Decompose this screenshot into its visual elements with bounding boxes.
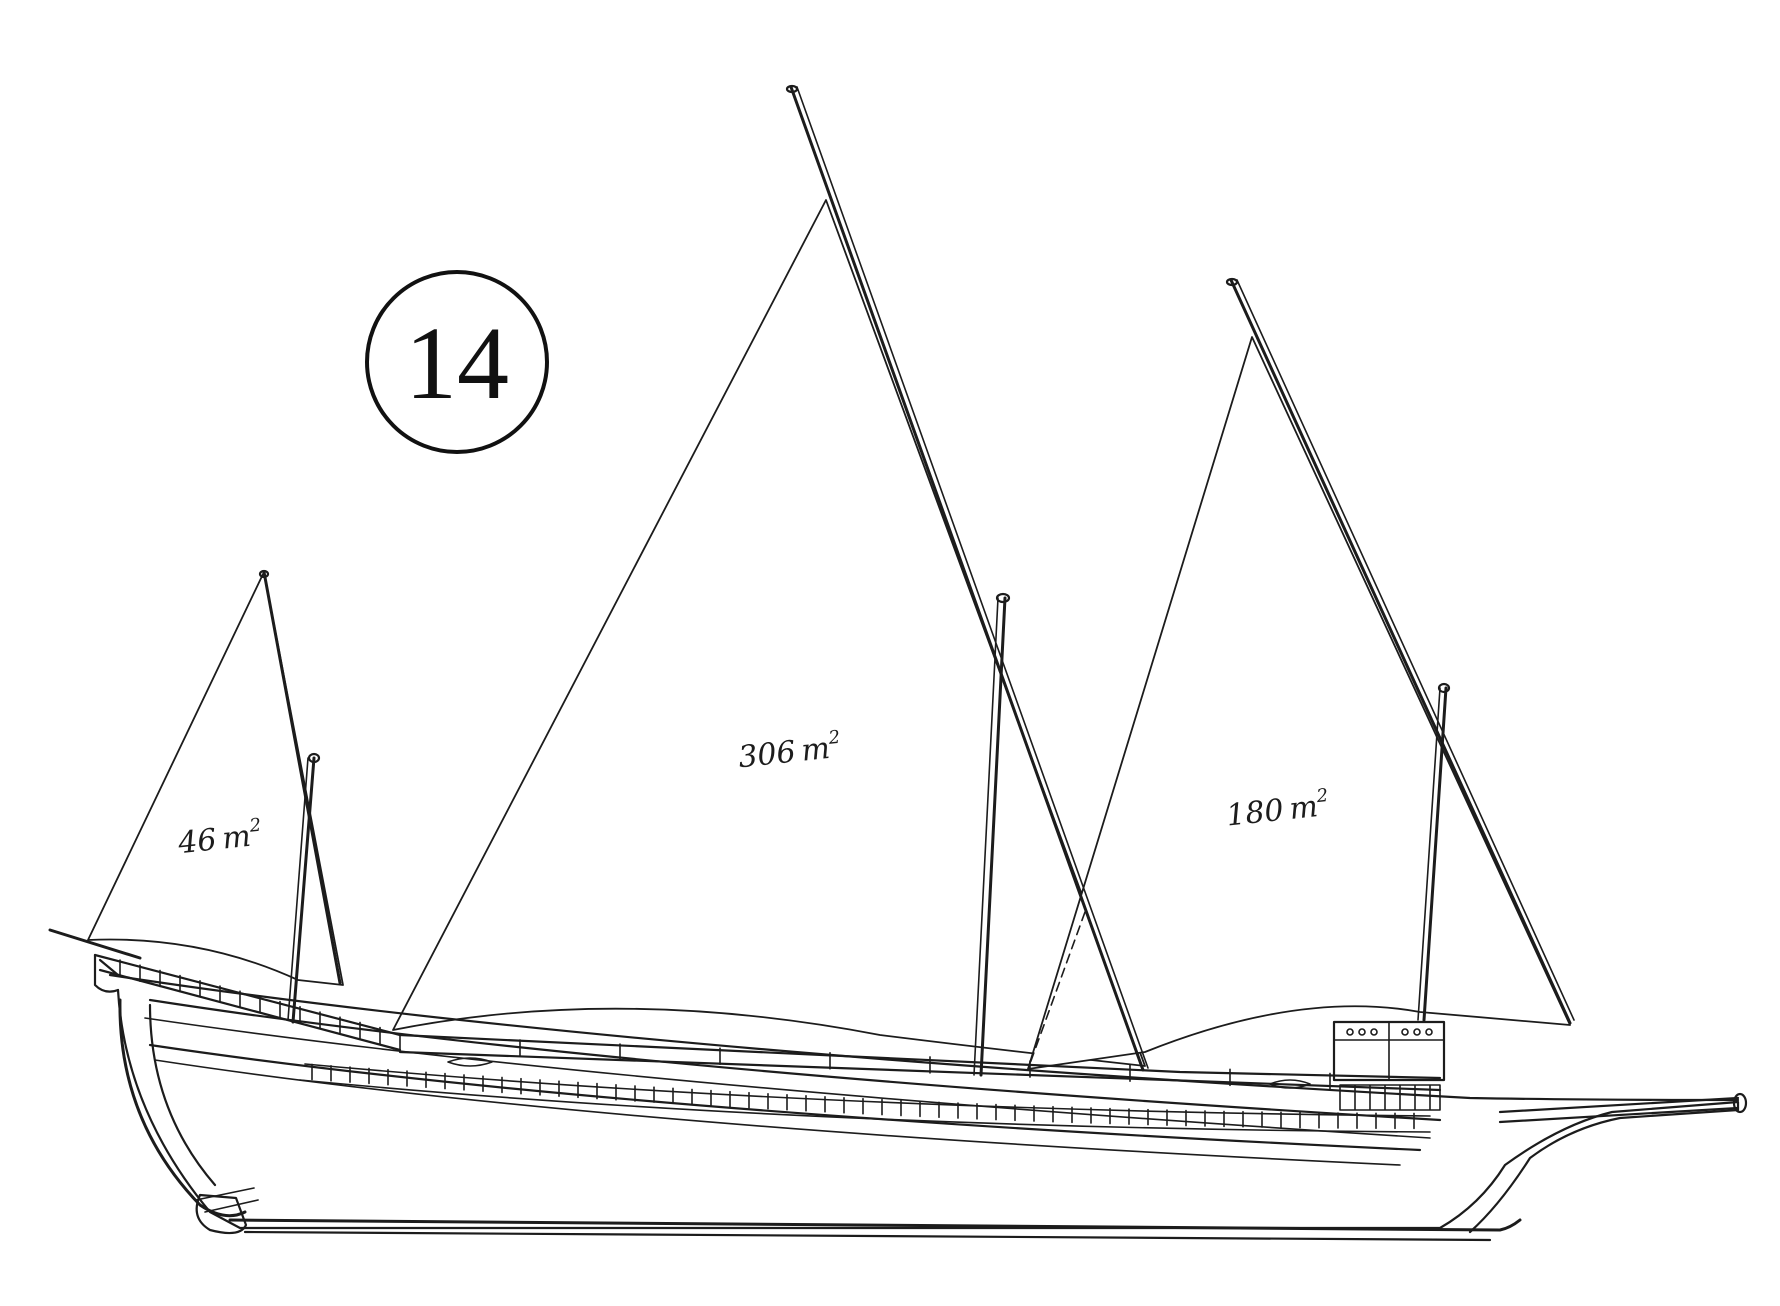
fore-sail-area: 46 — [176, 822, 219, 861]
wale-3 — [144, 1017, 1431, 1139]
main-yard — [789, 85, 1145, 1072]
wale-5 — [154, 1059, 1401, 1166]
keel — [228, 1218, 1522, 1232]
fore-sail-label: 46m2 — [175, 815, 264, 862]
stem — [118, 998, 247, 1218]
mizzen-mast — [1422, 686, 1448, 1022]
port-row — [299, 1063, 1431, 1133]
mizzen-yard — [1229, 278, 1572, 1025]
fore-sail-exponent: 2 — [248, 815, 263, 837]
stem-inner — [148, 1003, 217, 1187]
mizzen-sail-unit: m — [1288, 789, 1320, 827]
fore-sail — [87, 571, 344, 986]
main-sail-unit: m — [800, 731, 832, 769]
main-sail-exponent: 2 — [827, 727, 842, 749]
mizzen-sail — [1027, 336, 1571, 1070]
stern-boom-end — [1732, 1092, 1748, 1114]
wale-1 — [108, 973, 1740, 1102]
deck-fitting-1 — [447, 1057, 493, 1067]
fore-mast-cap — [307, 752, 321, 764]
deck-line — [398, 1050, 1442, 1092]
deck-fitting-2 — [1269, 1079, 1311, 1089]
main-sail-label: 306m2 — [736, 727, 843, 776]
mizzen-sail-exponent: 2 — [1315, 785, 1330, 807]
main-yard-tip — [785, 84, 799, 94]
main-mast — [979, 596, 1007, 1077]
bow-fitting — [195, 1193, 248, 1235]
main-yard-2 — [796, 86, 1149, 1069]
ports — [311, 1063, 1415, 1130]
figure-number-badge: 14 — [365, 270, 549, 454]
fore-yard-tip — [258, 569, 270, 579]
svg-text:180m2: 180m2 — [1224, 785, 1331, 834]
bowsprit — [48, 928, 142, 960]
fore-sail-unit: m — [221, 819, 253, 857]
mizzen-sail-area: 180 — [1225, 793, 1286, 834]
hull-body — [116, 988, 1740, 1234]
bow-head — [93, 953, 120, 993]
main-mast-cap — [995, 592, 1011, 604]
mizzen-yard-2 — [1236, 279, 1575, 1021]
bow-fitting-bar — [195, 1187, 259, 1213]
svg-text:46m2: 46m2 — [175, 815, 264, 862]
sails — [87, 199, 1571, 1070]
keel-lower — [243, 1230, 1492, 1242]
stern-boom — [1498, 1096, 1740, 1124]
fore-mast — [291, 756, 316, 1024]
mizzen-sail-label: 180m2 — [1224, 785, 1331, 834]
forecastle-panels — [119, 959, 1331, 1091]
figure-number: 14 — [405, 306, 509, 421]
stern-castle-windows — [1346, 1028, 1433, 1036]
rigging — [258, 84, 1575, 1077]
mizzen-mast-2 — [1417, 687, 1441, 1021]
bulwark-rail-2 — [98, 968, 402, 1052]
fore-yard — [262, 570, 342, 985]
main-mast-2 — [973, 597, 999, 1076]
svg-text:306m2: 306m2 — [736, 727, 843, 776]
stern-rail-boxes — [1339, 1084, 1441, 1111]
bulwark-rail — [93, 953, 1442, 1080]
fore-mast-2 — [287, 757, 309, 1021]
stern-castle-divider — [1333, 1021, 1445, 1081]
mizzen-luff-dashed — [1027, 911, 1086, 1070]
mizzen-mast-cap — [1437, 682, 1451, 694]
figure-number-circle — [365, 270, 549, 454]
main-sail-area: 306 — [737, 735, 798, 776]
mizzen-yard-tip — [1225, 277, 1239, 287]
